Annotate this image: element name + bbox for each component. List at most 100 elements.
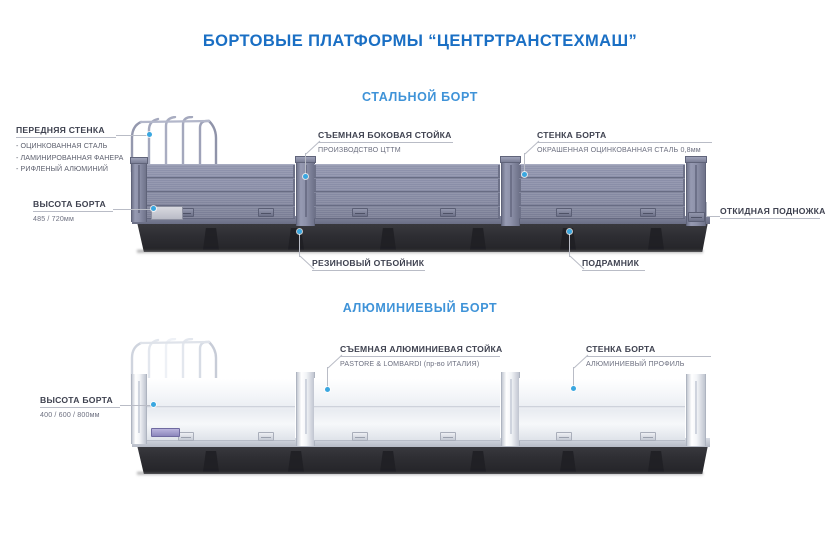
callout-front-wall: ПЕРЕДНЯЯ СТЕНКА - ОЦИНКОВАННАЯ СТАЛЬ - Л… xyxy=(16,125,123,176)
callout-front-wall-item: - РИФЛЕНЫЙ АЛЮМИНИЙ xyxy=(16,165,109,173)
callout-steel-side-wall-sub: ОКРАШЕННАЯ ОЦИНКОВАННАЯ СТАЛЬ 0,8мм xyxy=(537,145,701,154)
folding-step[interactable] xyxy=(688,212,705,222)
callout-subframe: ПОДРАМНИК xyxy=(582,258,645,271)
steel-subframe xyxy=(137,222,708,252)
subframe-crossmember xyxy=(648,228,664,250)
aluminium-deck-rail xyxy=(132,438,710,447)
callout-steel-side-height: ВЫСОТА БОРТА 485 / 720мм xyxy=(33,199,113,223)
marker-dot-aluminium-side-wall xyxy=(571,386,576,391)
aluminium-subframe xyxy=(137,445,708,474)
subframe-crossmember xyxy=(288,451,304,472)
aluminium-side-wall-panel xyxy=(314,378,500,441)
leader-elbow xyxy=(299,255,315,270)
callout-steel-removable-post-sub: ПРОИЗВОДСТВО ЦТТМ xyxy=(318,145,401,154)
ground-shadow xyxy=(137,472,703,476)
callout-front-wall-title: ПЕРЕДНЯЯ СТЕНКА xyxy=(16,125,105,135)
wall-latch xyxy=(556,208,572,217)
aluminium-rear-corner-post xyxy=(686,374,706,446)
callout-steel-removable-post-title: СЪЕМНАЯ БОКОВАЯ СТОЙКА xyxy=(318,130,452,140)
subframe-crossmember xyxy=(560,228,576,250)
marker-dot-aluminium-side-height xyxy=(151,402,156,407)
steel-platform-illustration xyxy=(0,0,840,270)
wall-latch xyxy=(352,432,368,441)
callout-subframe-title: ПОДРАМНИК xyxy=(582,258,640,268)
aluminium-removable-stanchion[interactable] xyxy=(296,372,315,446)
post-cap xyxy=(130,157,148,164)
wall-latch xyxy=(440,432,456,441)
steel-rear-corner-post xyxy=(686,160,706,226)
leader-line xyxy=(327,367,328,388)
page-title: БОРТОВЫЕ ПЛАТФОРМЫ “ЦЕНТРТРАНСТЕХМАШ” xyxy=(202,32,638,50)
marker-dot-aluminium-removable-post xyxy=(325,387,330,392)
subframe-crossmember xyxy=(203,451,219,472)
callout-aluminium-side-height-title: ВЫСОТА БОРТА xyxy=(40,395,113,405)
callout-steel-side-wall: СТЕНКА БОРТА ОКРАШЕННАЯ ОЦИНКОВАННАЯ СТА… xyxy=(537,130,712,154)
marker-dot-steel-side-wall xyxy=(522,172,527,177)
callout-rubber-bumper-title: РЕЗИНОВЫЙ ОТБОЙНИК xyxy=(312,258,425,268)
leader-line xyxy=(569,232,570,257)
callout-aluminium-side-wall-title: СТЕНКА БОРТА xyxy=(586,344,656,354)
marker-dot-steel-side-height xyxy=(151,206,156,211)
callout-aluminium-removable-post: СЪЕМНАЯ АЛЮМИНИЕВАЯ СТОЙКА PASTORE & LOM… xyxy=(340,344,502,368)
manufacturer-badge xyxy=(151,428,180,437)
marker-dot-subframe xyxy=(567,229,572,234)
aluminium-headboard-rails xyxy=(130,338,218,390)
leader-elbow xyxy=(573,354,589,369)
leader-line xyxy=(113,209,153,210)
callout-steel-side-height-title: ВЫСОТА БОРТА xyxy=(33,199,106,209)
wall-latch xyxy=(258,208,274,217)
callout-aluminium-side-wall-sub: АЛЮМИНИЕВЫЙ ПРОФИЛЬ xyxy=(586,359,685,368)
subframe-crossmember xyxy=(470,451,486,472)
aluminium-front-corner-post xyxy=(131,374,147,444)
callout-steel-removable-post: СЪЕМНАЯ БОКОВАЯ СТОЙКА ПРОИЗВОДСТВО ЦТТМ xyxy=(318,130,453,154)
callout-steel-side-wall-title: СТЕНКА БОРТА xyxy=(537,130,607,140)
wall-latch xyxy=(440,208,456,217)
leader-line xyxy=(524,153,525,173)
ground-shadow xyxy=(137,250,703,254)
wall-latch xyxy=(556,432,572,441)
leader-line xyxy=(573,367,574,387)
wall-latch xyxy=(352,208,368,217)
callout-aluminium-side-height: ВЫСОТА БОРТА 400 / 600 / 800мм xyxy=(40,395,120,419)
callout-aluminium-side-height-value: 400 / 600 / 800мм xyxy=(40,410,100,419)
wall-latch xyxy=(258,432,274,441)
aluminium-platform-illustration xyxy=(130,338,710,476)
post-cap xyxy=(500,156,521,163)
wall-latch xyxy=(178,432,194,441)
id-plate xyxy=(151,206,183,220)
subframe-crossmember xyxy=(560,451,576,472)
steel-deck-rail xyxy=(132,216,710,224)
marker-dot-front-wall xyxy=(147,132,152,137)
steel-headboard-rails xyxy=(130,116,218,172)
callout-rubber-bumper: РЕЗИНОВЫЙ ОТБОЙНИК xyxy=(312,258,425,271)
section-heading-steel: СТАЛЬНОЙ БОРТ xyxy=(361,90,479,104)
wall-latch xyxy=(640,208,656,217)
steel-side-wall-panel xyxy=(519,164,685,219)
leader-line xyxy=(116,135,149,136)
leader-line xyxy=(706,202,707,217)
aluminium-side-wall-panel xyxy=(519,378,685,441)
subframe-crossmember xyxy=(380,228,396,250)
aluminium-removable-stanchion[interactable] xyxy=(501,372,520,446)
callout-aluminium-removable-post-sub: PASTORE & LOMBARDI (пр-во ИТАЛИЯ) xyxy=(340,359,480,368)
leader-elbow xyxy=(305,140,321,155)
leader-elbow xyxy=(569,255,585,270)
wall-latch xyxy=(640,432,656,441)
callout-folding-step-title: ОТКИДНАЯ ПОДНОЖКА xyxy=(720,206,826,216)
post-cap xyxy=(685,156,707,163)
callout-aluminium-side-wall: СТЕНКА БОРТА АЛЮМИНИЕВЫЙ ПРОФИЛЬ xyxy=(586,344,711,368)
callout-aluminium-removable-post-title: СЪЕМНАЯ АЛЮМИНИЕВАЯ СТОЙКА xyxy=(340,344,503,354)
subframe-crossmember xyxy=(203,228,219,250)
marker-dot-steel-removable-post xyxy=(303,174,308,179)
section-heading-aluminium: АЛЮМИНИЕВЫЙ БОРТ xyxy=(342,301,498,315)
subframe-crossmember xyxy=(648,451,664,472)
leader-line xyxy=(120,405,153,406)
steel-side-wall-panel xyxy=(314,164,500,219)
callout-front-wall-item: - ЛАМИНИРОВАННАЯ ФАНЕРА xyxy=(16,153,124,162)
leader-line xyxy=(706,216,720,217)
steel-front-corner-post xyxy=(131,160,147,222)
subframe-crossmember xyxy=(380,451,396,472)
callout-front-wall-item: - ОЦИНКОВАННАЯ СТАЛЬ xyxy=(16,142,108,150)
marker-dot-rubber-bumper xyxy=(297,229,302,234)
